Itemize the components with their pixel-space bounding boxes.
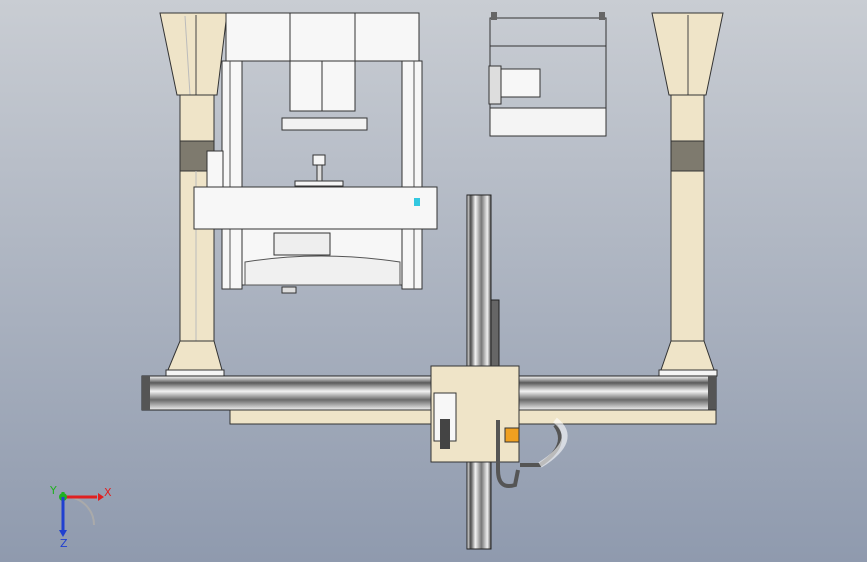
carriage-plate[interactable] (430, 365, 520, 463)
press-frame-assembly[interactable] (193, 12, 438, 294)
coordinate-triad: X Y Z (49, 484, 112, 550)
right-support-column[interactable] (651, 12, 724, 377)
triad-z-label: Z (60, 537, 68, 550)
upper-side-frame[interactable] (488, 12, 607, 137)
triad-x-label: X (104, 486, 112, 499)
triad-y-label: Y (49, 484, 57, 497)
